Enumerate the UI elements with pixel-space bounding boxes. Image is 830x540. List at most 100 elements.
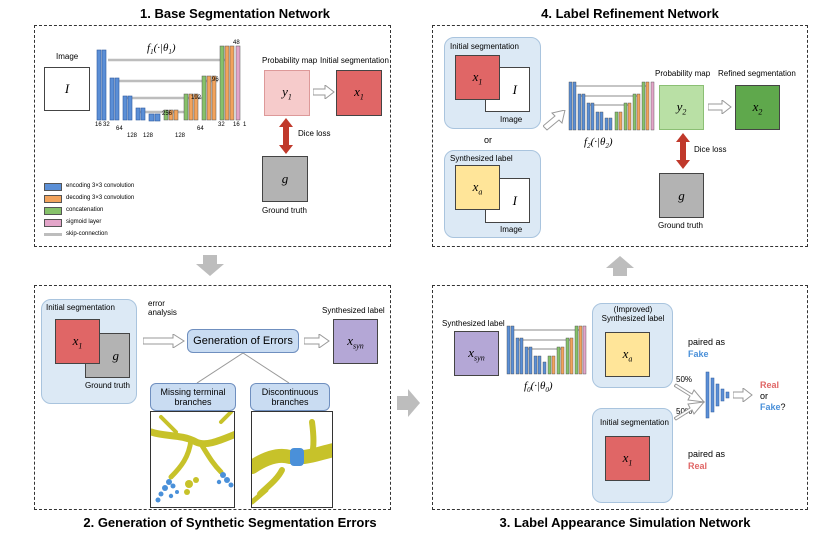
s4-x1-box: x1	[455, 55, 500, 100]
s1-dice-arrow	[279, 118, 293, 154]
s4-I2: I	[512, 192, 517, 208]
s2-init-seg-label: Initial segmentation	[46, 303, 115, 312]
legend-encoding-swatch	[44, 183, 62, 191]
s4-image1-label: Image	[500, 115, 523, 124]
s2-x1: x1	[72, 332, 83, 351]
s4-gt-box: g	[659, 173, 704, 218]
s4-f2-label: f2(·|θ2)	[584, 136, 613, 151]
s3-x1: x1	[622, 449, 633, 468]
s2-synth-label: Synthesized label	[322, 306, 385, 315]
legend-concat-swatch	[44, 207, 62, 215]
s4-g: g	[678, 187, 685, 203]
s1-ch-16b: 16	[233, 122, 240, 128]
s2-g: g	[112, 347, 120, 363]
s4-gt-label: Ground truth	[658, 221, 703, 230]
s4-x1: x1	[472, 68, 483, 87]
panel-synthetic-errors	[34, 285, 391, 510]
s2-arrow-to-gen	[143, 334, 185, 348]
s2-x1-box: x1	[55, 319, 100, 364]
s3-improved-label: (Improved) Synthesized label	[601, 305, 665, 323]
s3-result-q: ?	[780, 402, 786, 412]
panel-label-refinement	[432, 25, 808, 247]
s4-dice-arrow	[676, 133, 690, 169]
s3-arrow-to-result	[733, 388, 753, 402]
s4-x2-box: x2	[735, 85, 780, 130]
s3-x1-box: x1	[605, 436, 650, 481]
s4-init-seg-label: Initial segmentation	[450, 42, 519, 51]
s3-unet	[506, 325, 587, 375]
s3-xsyn-box: xsyn	[454, 331, 499, 376]
s4-I: I	[512, 81, 517, 97]
s3-result-real: Real	[760, 380, 780, 390]
s2-gen-errors-label: Generation of Errors	[193, 334, 293, 347]
s3-result-fake-line: Fake?	[760, 403, 786, 412]
s3-paired-as-top: paired as	[688, 337, 726, 347]
s4-xa: xa	[472, 178, 483, 197]
s3-result-fake: Fake	[760, 402, 781, 412]
s1-image-var: I	[64, 81, 70, 96]
s3-xsyn: xsyn	[468, 344, 485, 363]
s3-paired-as-bot: paired as	[688, 449, 726, 459]
section-1-title: 1. Base Segmentation Network	[140, 6, 330, 21]
s1-g: g	[281, 171, 289, 186]
s3-xa-box: xa	[605, 332, 650, 377]
s4-unet	[568, 81, 655, 131]
s3-init-seg-label: Initial segmentation	[600, 418, 669, 427]
flow-arrow-up	[606, 256, 634, 276]
section-4-title: 4. Label Refinement Network	[541, 6, 719, 21]
s1-unet	[96, 45, 241, 122]
s3-fake-label: Fake	[688, 349, 709, 359]
legend-sigmoid-swatch	[44, 219, 62, 227]
s4-prob-map-box: y2	[659, 85, 704, 130]
s1-init-seg-box: x1	[336, 70, 382, 116]
s4-arrow-to-net	[543, 110, 566, 131]
s2-discontinuous-image	[251, 411, 333, 508]
s4-x2: x2	[752, 98, 763, 117]
legend-decoding-label: decoding 3×3 convolution	[66, 195, 135, 201]
s2-discontinuous-box: Discontinuous branches	[250, 383, 330, 411]
s1-init-seg-label: Initial segmentation	[320, 56, 389, 65]
s4-or: or	[484, 135, 493, 145]
legend-skip-swatch	[44, 233, 62, 236]
s1-dice-label: Dice loss	[298, 129, 331, 138]
s3-f0-label: f0(·|θ0)	[524, 380, 553, 395]
s2-gt-label: Ground truth	[85, 381, 130, 390]
s3-discriminator	[705, 371, 730, 419]
s3-pct-top: 50%	[676, 375, 693, 384]
legend-concat-label: concatenation	[66, 207, 104, 213]
s1-f1-label: f1(·|θ1)	[147, 42, 176, 57]
s3-real-label-bot: Real	[688, 461, 708, 471]
s1-ch-64b: 64	[197, 126, 204, 132]
s1-ch-16: 16	[95, 122, 102, 128]
s2-xsyn-box: xsyn	[333, 319, 378, 364]
s2-arrow-to-synth	[304, 334, 330, 348]
s2-missing-box: Missing terminal branches	[150, 383, 236, 411]
s4-arrow-prob-to-refined	[708, 100, 732, 114]
s1-prob-map-label: Probability map	[262, 56, 318, 65]
s2-gen-errors-box: Generation of Errors	[187, 329, 299, 353]
s1-gt-label: Ground truth	[262, 206, 307, 215]
s4-refined-label: Refined segmentation	[718, 69, 796, 78]
s1-image-box: I	[44, 67, 90, 111]
section-3-title: 3. Label Appearance Simulation Network	[499, 515, 751, 530]
legend-sigmoid-label: sigmoid layer	[66, 219, 102, 225]
s1-y1: y1	[282, 84, 292, 102]
flow-arrow-down	[196, 255, 224, 276]
s4-prob-map-label: Probability map	[655, 69, 711, 78]
panel-label-appearance	[432, 285, 808, 510]
s1-ch-128a: 128	[127, 133, 138, 139]
s1-ch-64: 64	[116, 126, 123, 132]
s4-dice-label: Dice loss	[694, 145, 727, 154]
s1-arrow-prob-to-seg	[313, 85, 335, 99]
panel-base-segmentation	[34, 25, 391, 247]
s2-error-analysis: error analysis	[148, 299, 177, 317]
s3-synth-label: Synthesized label	[442, 319, 505, 328]
s3-arrows-to-disc	[674, 383, 706, 421]
s1-ch-96: 96	[212, 77, 219, 83]
s1-gt-box: g	[262, 156, 308, 202]
s1-image-label: Image	[56, 52, 79, 61]
legend-encoding-label: encoding 3×3 convolution	[66, 183, 135, 189]
s1-ch-32: 32	[103, 122, 110, 128]
legend-skip-label: skip-connection	[66, 231, 108, 237]
s4-image2-label: Image	[500, 225, 523, 234]
